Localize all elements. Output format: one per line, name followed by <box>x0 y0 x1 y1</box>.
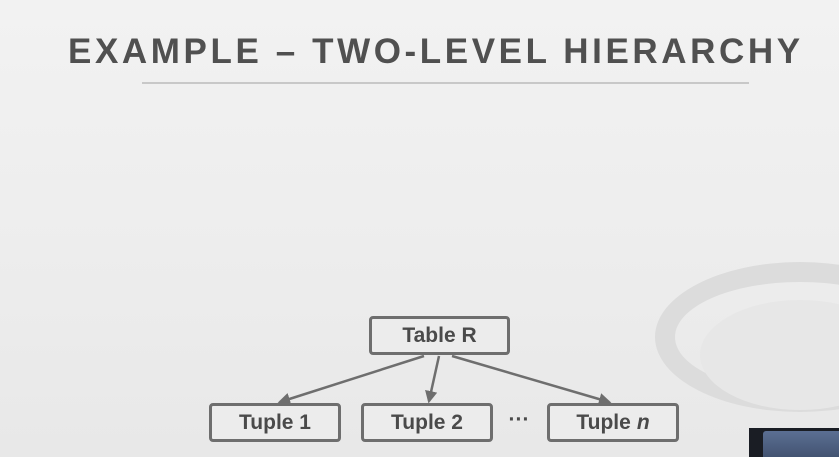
node-tuple-n-label: Tuple <box>576 410 631 434</box>
node-tuple-1-label: Tuple 1 <box>239 410 311 434</box>
node-tuple-n: Tuple n <box>547 403 679 442</box>
node-tuple-1: Tuple 1 <box>209 403 341 442</box>
node-tuple-n-variable: n <box>636 410 650 434</box>
edge-root-to-tuple-2 <box>425 355 441 404</box>
edge-root-to-tuple-1 <box>277 354 425 405</box>
slide-title: EXAMPLE – TWO-LEVEL HIERARCHY <box>68 32 804 71</box>
ellipsis: ··· <box>508 408 530 431</box>
title-underline <box>142 82 749 84</box>
node-tuple-2-label: Tuple 2 <box>391 410 463 434</box>
video-inset <box>749 428 839 457</box>
node-table-r: Table R <box>369 316 510 355</box>
node-table-r-label: Table R <box>402 323 477 347</box>
edge-root-to-tuple-n <box>451 354 612 406</box>
node-tuple-2: Tuple 2 <box>361 403 493 442</box>
video-inset-screen <box>763 431 839 457</box>
